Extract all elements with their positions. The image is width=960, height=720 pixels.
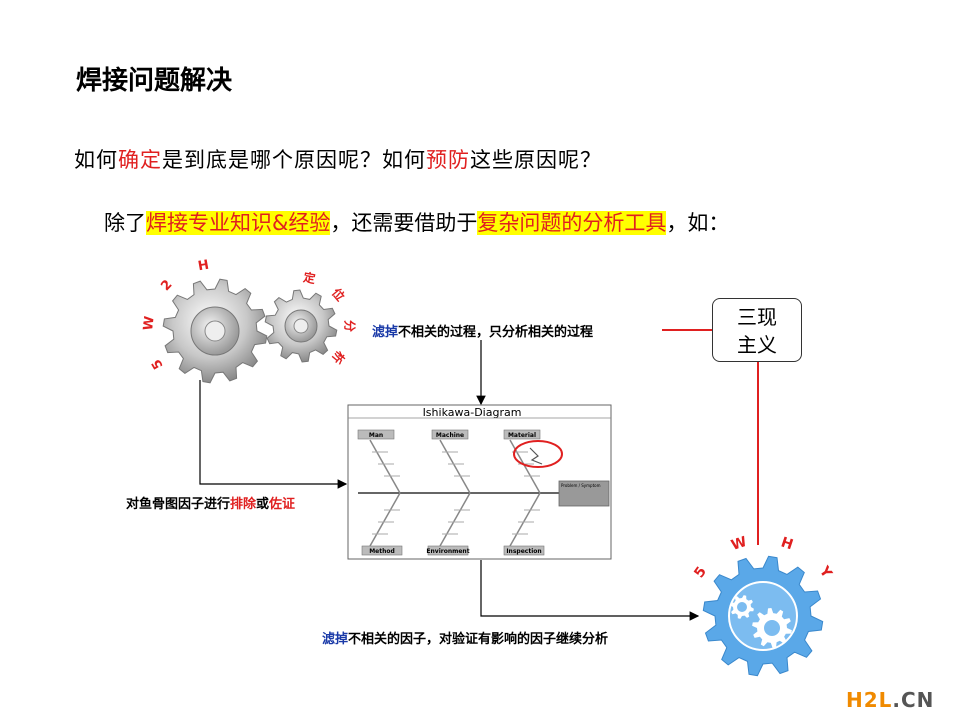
ishikawa-category-top-label-0: Man xyxy=(369,432,383,439)
gear-5why-letter-1: W xyxy=(729,534,749,554)
label-filter-process: 滤掉不相关的过程，只分析相关的过程 xyxy=(372,321,593,340)
subline: 除了焊接专业知识&经验，还需要借助于复杂问题的分析工具，如： xyxy=(104,207,729,237)
label-filter-factors-strong: 滤掉 xyxy=(322,632,349,647)
label-fishbone-action-or: 或 xyxy=(256,497,270,512)
ishikawa-diagram: Ishikawa-Diagram Man Machine MaterialMetho… xyxy=(347,404,612,560)
label-fishbone-action: 对鱼骨图因子进行排除或佐证 xyxy=(126,493,295,512)
label-fishbone-action-confirm: 佐证 xyxy=(269,497,296,512)
effect-label: Problem / Symptom xyxy=(561,483,601,488)
question-part-1: 如何 xyxy=(74,148,118,172)
ishikawa-category-top-1 xyxy=(431,429,469,440)
gear-5w2h-letter-3: H xyxy=(197,258,210,275)
subline-part-1: 除了 xyxy=(104,211,146,235)
highlight-welding-knowledge: 焊接专业知识&经验 xyxy=(146,211,331,235)
gear-locate-letter-0: 定 xyxy=(302,269,316,286)
question-part-2: 是到底是哪个原因呢？如何 xyxy=(162,148,426,172)
ishikawa-category-bottom-label-0: Method xyxy=(369,548,395,555)
gear-5w2h-letter-0: 5 xyxy=(149,356,167,371)
ishikawa-category-bottom-2 xyxy=(503,545,545,556)
ishikawa-category-top-label-1: Machine xyxy=(436,432,464,439)
sangen-principle-box: 三现 主义 xyxy=(712,298,802,362)
gear-5w2h-letter-1: W xyxy=(141,315,158,331)
question-part-3: 这些原因呢？ xyxy=(470,148,602,172)
gear-locate-letter-2: 分 xyxy=(343,320,358,332)
watermark-logo: H2L.CN xyxy=(846,688,934,712)
watermark-part-2: .CN xyxy=(892,688,935,712)
arrow-gear-to-fishbone xyxy=(199,380,348,489)
sangen-line-1: 三现 xyxy=(737,305,777,329)
ishikawa-title: Ishikawa-Diagram xyxy=(423,406,522,419)
highlight-analysis-tools: 复杂问题的分析工具 xyxy=(477,211,667,235)
label-filter-factors: 滤掉不相关的因子，对验证有影响的因子继续分析 xyxy=(322,628,608,647)
ishikawa-category-top-label-2: Material xyxy=(508,432,536,439)
gear-locate-letter-1: 位 xyxy=(329,285,348,304)
sangen-line-2: 主义 xyxy=(737,333,777,357)
label-filter-process-strong: 滤掉 xyxy=(372,325,399,340)
highlight-ellipse xyxy=(513,440,563,468)
question-keyword-determine: 确定 xyxy=(118,148,162,172)
gear-5why-letter-3: Y xyxy=(815,563,835,582)
gear-5why-letter-2: H xyxy=(779,534,795,553)
gear-locate-letter-3: 析 xyxy=(329,348,348,367)
subline-part-3: ，如： xyxy=(666,211,730,235)
gear-5why-letter-0: 5 xyxy=(691,564,710,581)
ishikawa-category-top-2 xyxy=(503,429,541,440)
label-filter-factors-rest: 不相关的因子，对验证有影响的因子继续分析 xyxy=(348,632,609,647)
arrow-fishbone-to-5why xyxy=(480,560,700,621)
ishikawa-category-bottom-0 xyxy=(361,545,403,556)
label-fishbone-action-pre: 对鱼骨图因子进行 xyxy=(126,497,231,512)
gear-5why-icon: 5 W H Y xyxy=(691,534,835,677)
question-keyword-prevent: 预防 xyxy=(426,148,470,172)
subline-part-2: ，还需要借助于 xyxy=(330,211,478,235)
label-filter-process-rest: 不相关的过程，只分析相关的过程 xyxy=(398,325,594,340)
question-line: 如何确定是到底是哪个原因呢？如何预防这些原因呢？ xyxy=(74,144,602,174)
ishikawa-category-bottom-1 xyxy=(427,545,469,556)
slide-title: 焊接问题解决 xyxy=(76,66,233,96)
gear-5w2h-letter-2: 2 xyxy=(158,277,175,294)
ishikawa-category-bottom-label-1: Environment xyxy=(426,548,469,555)
ishikawa-category-bottom-label-2: Inspection xyxy=(506,548,541,555)
label-fishbone-action-exclude: 排除 xyxy=(230,497,257,512)
gear-5w2h-icon: 5 W 2 H xyxy=(141,258,268,384)
watermark-part-1: H2L xyxy=(846,688,893,712)
ishikawa-category-top-0 xyxy=(357,429,395,440)
